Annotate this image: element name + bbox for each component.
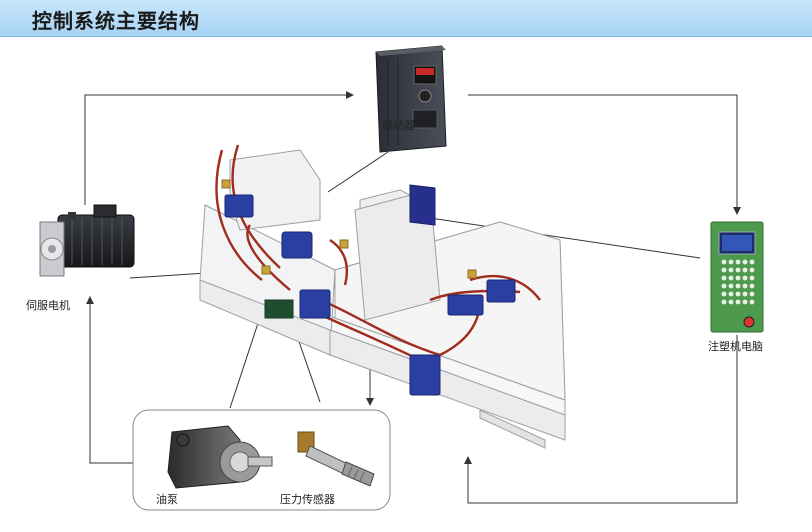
valve-brass-fittings	[221, 179, 477, 279]
title-bar: 控制系统主要结构	[0, 0, 812, 37]
line-machine-to-computer	[429, 217, 701, 259]
arrow-computer-to-machine	[464, 335, 738, 504]
arrow-driver-to-computer	[468, 94, 741, 215]
oil-pump-label: 油泵	[156, 493, 178, 506]
arrow-inset-to-motor	[86, 296, 135, 464]
servo-motor-label: 伺服电机	[26, 299, 70, 312]
arrow-motor-to-driver	[84, 91, 354, 205]
servo-motor-unit	[39, 204, 135, 277]
oil-pump-unit	[167, 425, 273, 489]
computer-label: 注塑机电脑	[708, 340, 763, 353]
page-title: 控制系统主要结构	[32, 9, 200, 33]
pressure-sensor-unit	[297, 431, 375, 487]
computer-unit	[710, 221, 764, 333]
driver-label: 驱动器	[382, 119, 415, 132]
driver-unit	[375, 45, 447, 153]
valves	[224, 194, 516, 396]
pressure-sensor-label: 压力传感器	[280, 493, 335, 506]
line-driver-to-machine	[327, 151, 389, 193]
